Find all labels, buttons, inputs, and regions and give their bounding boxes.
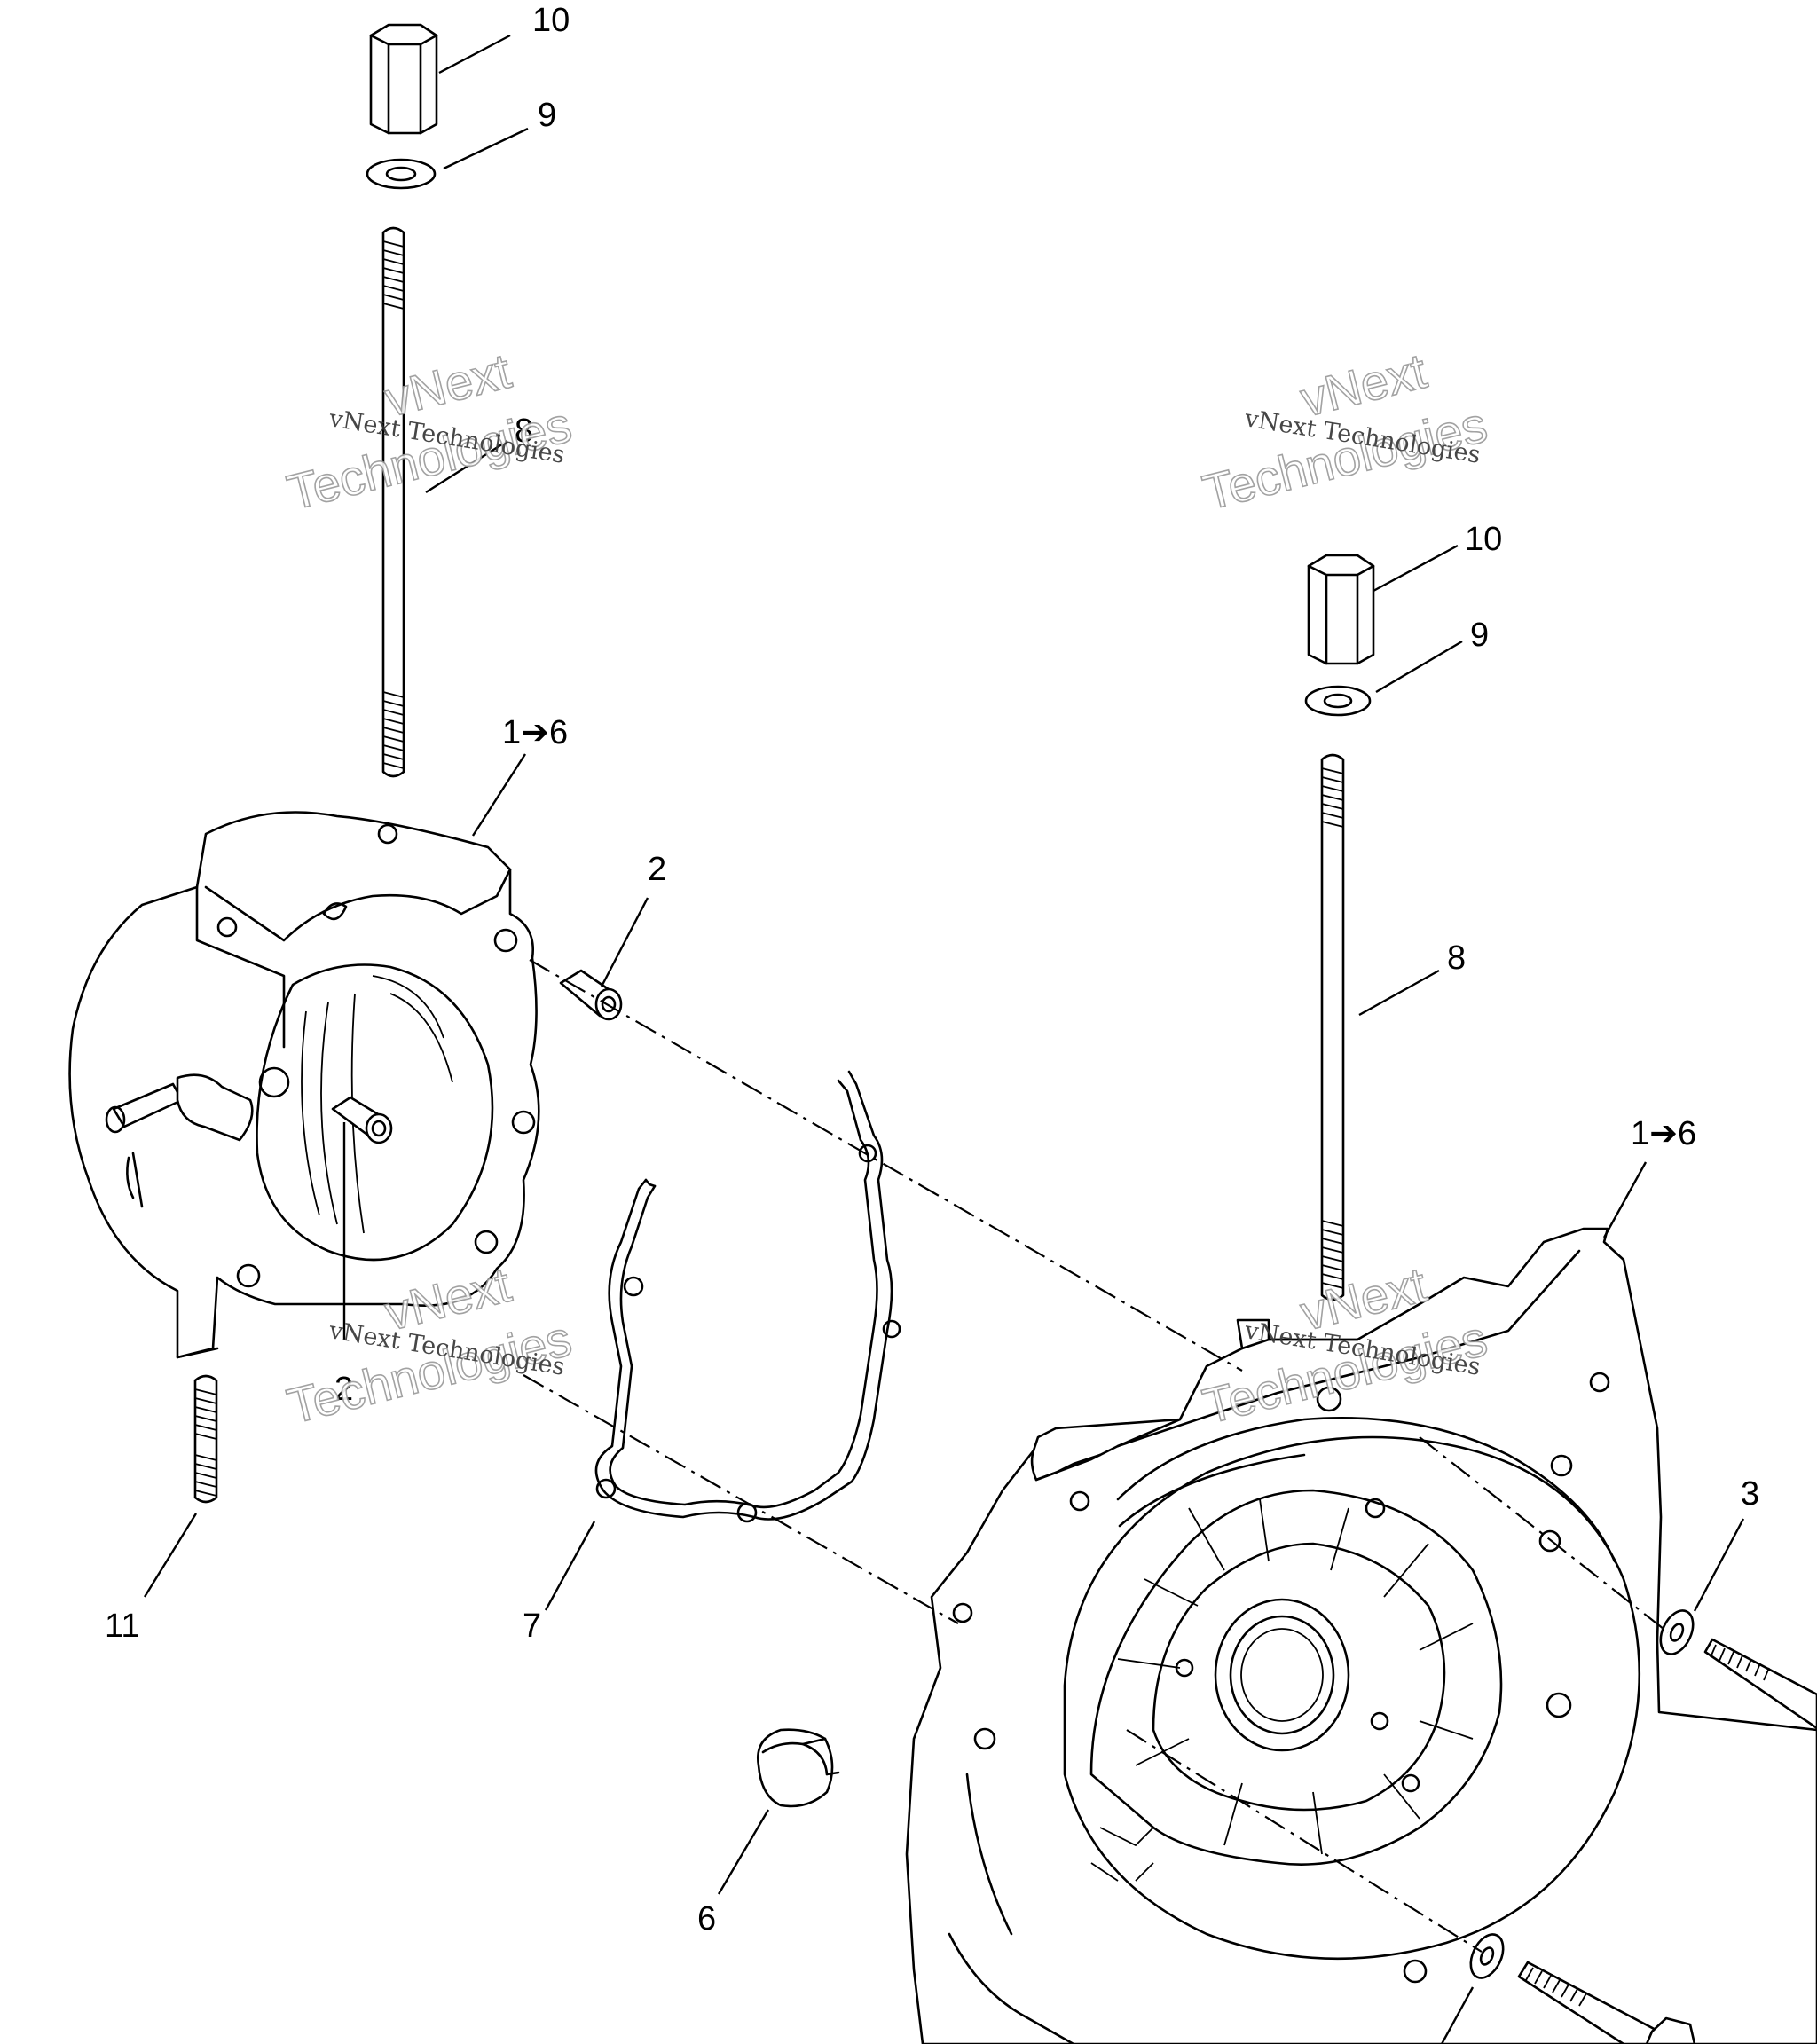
bolt-lower xyxy=(1517,1961,1696,2044)
leader-lines xyxy=(143,34,1745,2044)
watermark-top-right: vNext Technologies vNext Technologies xyxy=(1197,342,1493,521)
dowel-pin-inner xyxy=(331,1096,393,1144)
left-housing-casting xyxy=(68,811,540,1359)
callout-3: 3 xyxy=(1741,1475,1759,1513)
callout-11: 11 xyxy=(105,1608,139,1645)
washer-left xyxy=(366,158,437,190)
watermark-top-left: vNext Technologies vNext Technologies xyxy=(281,342,578,521)
callout-1-to-6-right: 1➔6 xyxy=(1631,1115,1696,1152)
callout-10-top: 10 xyxy=(532,2,570,39)
right-main-cover xyxy=(905,1227,1817,2044)
bolt-3 xyxy=(1703,1638,1817,1730)
washer-right xyxy=(1304,685,1372,717)
callout-9-right: 9 xyxy=(1470,617,1489,654)
dowel-pin-2 xyxy=(559,969,623,1021)
plug-6 xyxy=(756,1728,840,1808)
washer-lower xyxy=(1469,1933,1505,1979)
hex-nut-right xyxy=(1307,554,1375,665)
hex-nut-left xyxy=(369,23,438,135)
alignment-lines xyxy=(523,959,1669,1953)
callout-9-top: 9 xyxy=(538,97,556,134)
callout-7: 7 xyxy=(523,1608,541,1645)
short-stud-11 xyxy=(193,1374,218,1504)
callout-2-right: 2 xyxy=(648,851,666,888)
callout-10-right: 10 xyxy=(1465,521,1502,558)
callout-8-right: 8 xyxy=(1447,939,1466,977)
callout-1-to-6-left: 1➔6 xyxy=(502,714,568,751)
stud-right xyxy=(1320,753,1345,1301)
callout-6: 6 xyxy=(697,1900,716,1938)
callout-2-lower: 2 xyxy=(334,1371,353,1408)
callout-8-top: 8 xyxy=(515,413,533,450)
stud-left xyxy=(381,226,405,778)
callout-labels: 10 9 8 1➔6 2 2 11 7 6 10 9 8 1➔6 3 xyxy=(105,2,1759,1938)
washer-3 xyxy=(1659,1609,1695,1655)
gasket-7 xyxy=(594,1070,901,1523)
